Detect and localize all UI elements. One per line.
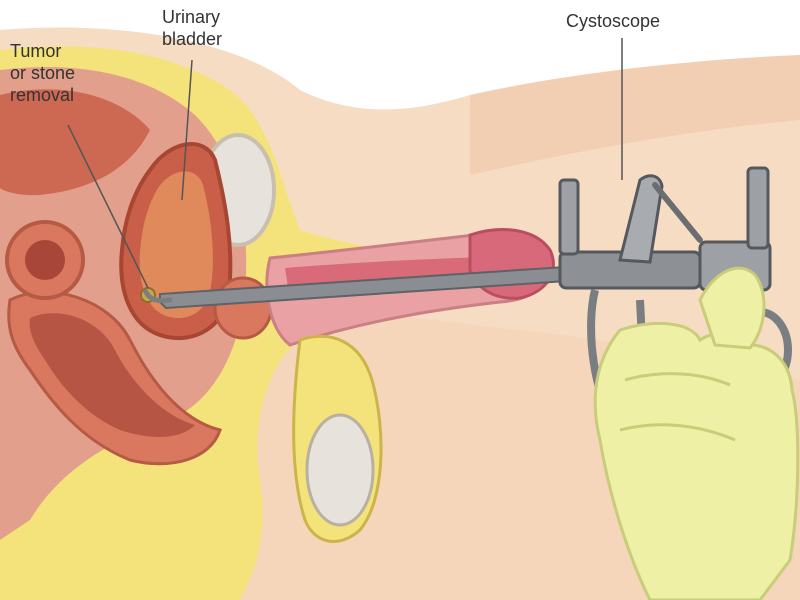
scope-lever-arm <box>652 182 703 243</box>
testis <box>305 413 375 527</box>
cystoscope-label: Cystoscope <box>566 10 660 32</box>
tumor-label-line: removal <box>10 85 75 105</box>
scope-tip-bend <box>143 289 173 304</box>
tumor-label: Tumor or stone removal <box>10 40 75 106</box>
bladder-label: Urinary bladder <box>162 6 222 50</box>
upper-organ <box>0 89 150 196</box>
scope-lever <box>618 174 664 264</box>
bowel-loop-lumen <box>25 240 65 280</box>
glove-finger-crease <box>619 372 736 442</box>
scope-port-left <box>558 178 580 256</box>
cystoscope-label-text: Cystoscope <box>566 11 661 31</box>
glove-thumb <box>698 266 766 350</box>
tumor-label-line: or stone <box>10 63 76 83</box>
bladder-leader-line <box>181 59 193 201</box>
gloved-hand <box>593 321 800 600</box>
bladder-label-line: Urinary <box>162 7 221 27</box>
bladder-lumen <box>139 171 213 319</box>
scope-port-right <box>746 166 770 250</box>
penile-glans <box>468 228 555 300</box>
tumor-leader-line <box>67 124 149 289</box>
bladder-label-line: bladder <box>162 29 223 49</box>
skin-shade <box>470 55 800 175</box>
rectum-lumen <box>29 313 195 437</box>
tumor-label-line: Tumor <box>10 41 62 61</box>
